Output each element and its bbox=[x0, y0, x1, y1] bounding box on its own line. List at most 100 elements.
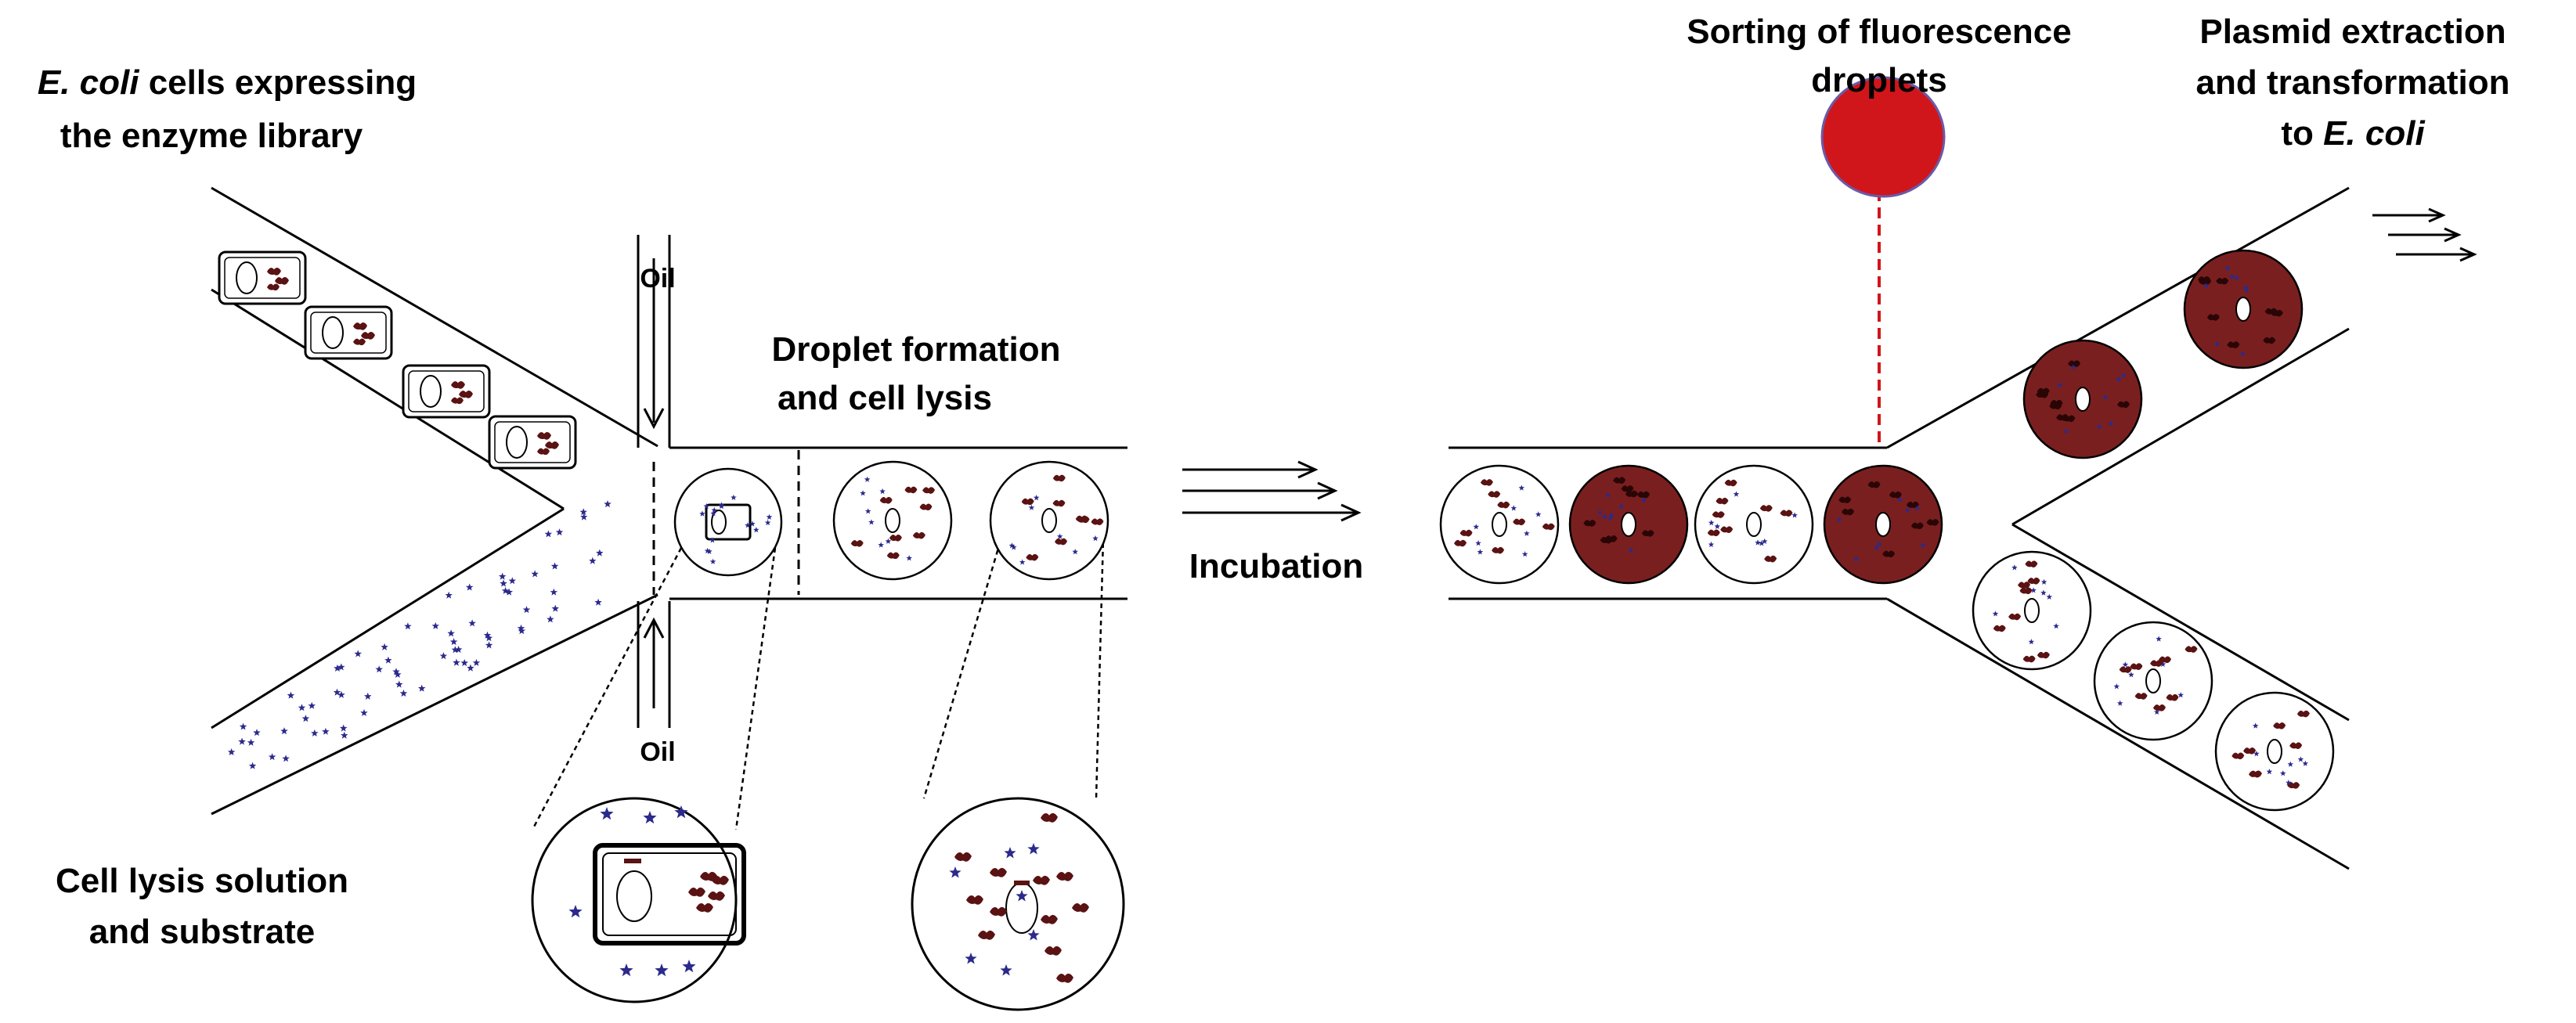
enzyme-blob-icon bbox=[2130, 663, 2143, 670]
enzyme-blob-icon bbox=[1026, 553, 1039, 561]
star-icon bbox=[589, 557, 597, 564]
star-icon bbox=[731, 494, 737, 500]
star-icon bbox=[447, 629, 455, 637]
enzyme-blob-icon bbox=[922, 487, 936, 494]
star-icon bbox=[604, 500, 612, 508]
enzyme-blob-icon bbox=[1052, 474, 1066, 482]
star-icon bbox=[2177, 692, 2184, 698]
star-icon bbox=[308, 701, 316, 709]
star-icon bbox=[2122, 661, 2129, 668]
star-icon bbox=[643, 811, 657, 824]
star-icon bbox=[498, 572, 507, 580]
star-icon bbox=[322, 727, 330, 735]
ecoli-cell-icon bbox=[506, 426, 528, 459]
enzyme-blob-icon bbox=[1052, 499, 1066, 507]
star-icon bbox=[337, 663, 345, 671]
enzyme-blob-icon bbox=[1637, 491, 1651, 499]
star-icon bbox=[550, 562, 559, 570]
star-icon bbox=[1853, 556, 1860, 562]
star-icon bbox=[247, 738, 255, 746]
droplet bbox=[2093, 621, 2213, 741]
star-icon bbox=[248, 762, 257, 769]
enzyme-blob-icon bbox=[2152, 704, 2166, 711]
enzyme-blob-icon bbox=[879, 496, 893, 504]
droplet bbox=[989, 460, 1109, 581]
enzyme-blob-icon bbox=[1838, 496, 1852, 504]
oil-label-bottom: Oil bbox=[640, 737, 675, 767]
enzyme-blob-icon bbox=[2263, 337, 2276, 344]
cell-frame bbox=[304, 305, 393, 360]
star-icon bbox=[1920, 542, 1926, 548]
star-icon bbox=[2116, 376, 2122, 382]
cell-frame-inner bbox=[494, 421, 571, 463]
droplet bbox=[2214, 691, 2335, 812]
star-icon bbox=[718, 502, 725, 510]
channel-walls bbox=[211, 76, 2477, 870]
plasmid-label-line1: Plasmid extraction bbox=[2199, 13, 2506, 51]
cell-frame-inner bbox=[602, 852, 737, 936]
star-icon bbox=[2063, 428, 2069, 434]
cell-frame bbox=[705, 503, 752, 541]
star-icon bbox=[965, 953, 977, 964]
star-icon bbox=[674, 805, 688, 819]
star-icon bbox=[340, 724, 348, 732]
enzyme-blob-icon bbox=[459, 390, 473, 398]
enzyme-blob-icon bbox=[1072, 902, 1089, 913]
lysis-label-line2: and substrate bbox=[89, 913, 316, 951]
star-icon bbox=[568, 905, 583, 918]
enzyme-blob-icon bbox=[708, 891, 725, 901]
inlet-top-outer-wall bbox=[211, 186, 658, 448]
star-icon bbox=[280, 727, 288, 735]
fluorescent-droplet bbox=[1568, 464, 1689, 585]
star-icon bbox=[381, 643, 388, 650]
star-icon bbox=[655, 964, 669, 977]
star-icon bbox=[395, 680, 403, 688]
star-icon bbox=[2053, 623, 2059, 629]
enzyme-blob-icon bbox=[2296, 710, 2310, 718]
star-icon bbox=[518, 627, 526, 635]
enzyme-blob-icon bbox=[361, 331, 375, 340]
star-icon bbox=[483, 631, 492, 639]
star-icon bbox=[709, 537, 716, 543]
ecoli-cell-icon bbox=[2267, 739, 2282, 764]
fluorescence-detector-icon bbox=[1820, 76, 1946, 198]
enzyme-blob-icon bbox=[2027, 577, 2040, 585]
ecoli-cells-label-line2: the enzyme library bbox=[60, 117, 363, 155]
star-icon bbox=[2056, 381, 2063, 387]
star-icon bbox=[710, 510, 716, 517]
star-icon bbox=[445, 591, 453, 599]
enzyme-blob-icon bbox=[912, 531, 925, 539]
inlet-bottom-inner-wall bbox=[211, 507, 565, 729]
star-icon bbox=[364, 692, 372, 700]
ecoli-cell-icon bbox=[616, 870, 652, 922]
star-icon bbox=[711, 506, 717, 513]
enzyme-blob-icon bbox=[696, 902, 713, 913]
enzyme-blob-icon bbox=[889, 535, 902, 542]
star-icon bbox=[2213, 340, 2221, 348]
star-icon bbox=[1000, 964, 1012, 976]
star-icon bbox=[885, 538, 892, 544]
star-icon bbox=[1759, 540, 1765, 546]
incubation-arrow-head bbox=[1317, 481, 1338, 500]
star-icon bbox=[706, 548, 713, 554]
star-icon bbox=[1019, 559, 1026, 565]
enzyme-blob-icon bbox=[1867, 481, 1881, 488]
enzyme-blob-icon bbox=[1056, 973, 1073, 983]
lower-branch-inner-wall bbox=[2011, 523, 2350, 722]
star-icon bbox=[472, 658, 481, 666]
star-icon bbox=[879, 488, 886, 495]
ecoli-cells-label: E. coli cells expressing bbox=[38, 63, 417, 102]
star-icon bbox=[2243, 286, 2250, 294]
enzyme-blob-icon bbox=[1764, 555, 1777, 563]
enzyme-blob-icon bbox=[353, 338, 366, 346]
enzyme-blob-icon bbox=[451, 380, 465, 389]
enzyme-blob-icon bbox=[451, 397, 464, 405]
star-icon bbox=[500, 579, 507, 587]
star-icon bbox=[1092, 535, 1099, 542]
star-icon bbox=[1618, 503, 1625, 510]
enzyme-blob-icon bbox=[1641, 530, 1654, 537]
star-icon bbox=[753, 527, 759, 533]
fluorescent-droplet bbox=[2022, 339, 2143, 459]
star-icon bbox=[860, 490, 866, 496]
star-icon bbox=[2046, 593, 2053, 600]
